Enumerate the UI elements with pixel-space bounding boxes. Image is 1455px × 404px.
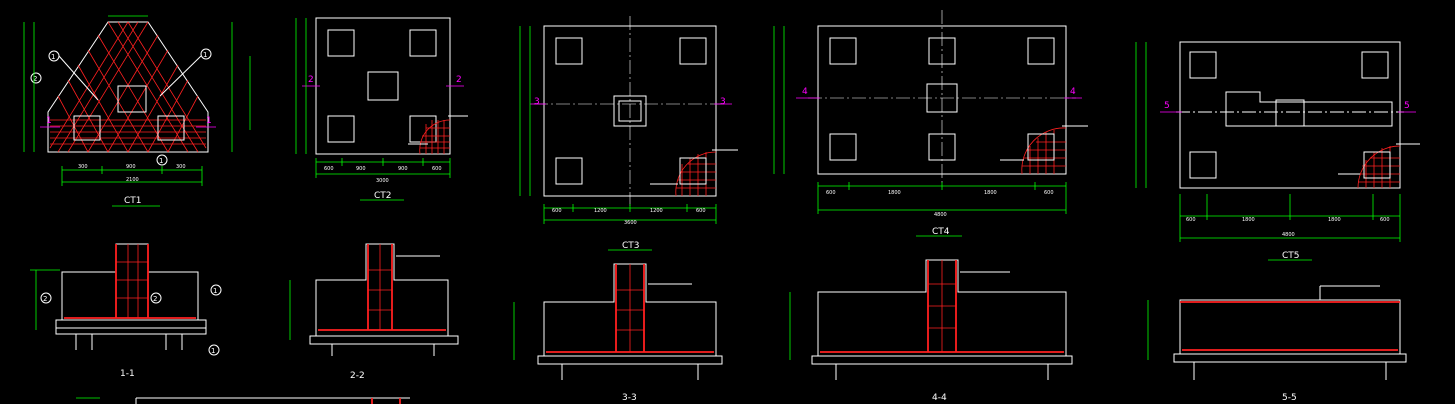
plan-ct4: 4 4 600 1800 1800 xyxy=(773,10,1088,237)
svg-text:300: 300 xyxy=(78,164,88,170)
ct4-title: CT4 xyxy=(932,227,950,237)
ct1-section-mark-left: 1 xyxy=(46,116,52,126)
ct1-dimensions: 300 900 300 2100 xyxy=(23,15,251,186)
ct1-rebar-mesh xyxy=(49,21,207,153)
callout-text: 1 xyxy=(203,51,207,59)
section-3-3-title: 3-3 xyxy=(622,393,637,403)
svg-text:300: 300 xyxy=(176,164,186,170)
svg-text:1800: 1800 xyxy=(888,190,901,196)
ct2-section-mark-right: 2 xyxy=(456,75,462,85)
svg-text:1200: 1200 xyxy=(594,208,607,214)
plan-ct5: 5 5 600 1800 1800 xyxy=(1135,41,1420,261)
svg-text:1800: 1800 xyxy=(1242,217,1255,223)
callout-text: 2 xyxy=(33,75,37,83)
callout-text: 2 xyxy=(43,295,47,303)
callout-circle xyxy=(156,154,168,166)
plan-ct1: 1 1 1 2 1 1 300 900 300 2100 xyxy=(23,15,251,207)
ct4-section-mark-left: 4 xyxy=(802,87,808,97)
svg-text:4800: 4800 xyxy=(1282,232,1295,238)
ct5-rebar-corner xyxy=(1357,145,1401,189)
ct5-section-mark-right: 5 xyxy=(1404,101,1410,111)
ct2-dimensions: 600 900 900 600 3000 xyxy=(295,18,451,184)
ct3-rebar-corner xyxy=(675,151,717,197)
svg-text:3000: 3000 xyxy=(376,178,389,184)
ct3-section-mark-left: 3 xyxy=(534,97,540,107)
callout-text: 2 xyxy=(153,295,157,303)
svg-text:900: 900 xyxy=(398,166,408,172)
section-3-3: 3-3 xyxy=(513,263,723,403)
ct5-title: CT5 xyxy=(1282,251,1300,261)
svg-text:600: 600 xyxy=(1380,217,1390,223)
callout-text: 1 xyxy=(213,287,217,295)
ct3-column xyxy=(613,95,647,127)
ct2-column xyxy=(367,71,399,101)
ct3-section-mark-right: 3 xyxy=(720,97,726,107)
svg-text:2100: 2100 xyxy=(126,177,139,183)
section-4-4: 4-4 xyxy=(789,259,1073,403)
ct5-outline xyxy=(1179,41,1401,189)
section-1-1: 2 2 1 1 1-1 xyxy=(30,243,222,379)
svg-text:600: 600 xyxy=(552,208,562,214)
ct5-beam xyxy=(1225,91,1393,127)
section-4-4-title: 4-4 xyxy=(932,393,947,403)
callout-circle xyxy=(30,72,42,84)
ct1-title: CT1 xyxy=(124,196,142,206)
ct1-pile-left xyxy=(73,115,101,141)
callout-text: 1 xyxy=(211,347,215,355)
section-5-5: 5-5 xyxy=(1147,285,1407,403)
ct5-section-mark-left: 5 xyxy=(1164,101,1170,111)
svg-text:1200: 1200 xyxy=(650,208,663,214)
svg-text:900: 900 xyxy=(356,166,366,172)
svg-text:1800: 1800 xyxy=(984,190,997,196)
ct1-column xyxy=(117,85,147,113)
ct4-column xyxy=(926,83,958,113)
svg-text:600: 600 xyxy=(696,208,706,214)
svg-text:600: 600 xyxy=(324,166,334,172)
svg-text:1800: 1800 xyxy=(1328,217,1341,223)
ct1-section-mark-right: 1 xyxy=(206,116,212,126)
ct2-outline xyxy=(315,17,451,155)
svg-text:600: 600 xyxy=(1044,190,1054,196)
callout-circle xyxy=(200,48,212,60)
ct2-title: CT2 xyxy=(374,191,392,201)
ct4-section-mark-right: 4 xyxy=(1070,87,1076,97)
section-1-1-title: 1-1 xyxy=(120,369,135,379)
callout-text: 1 xyxy=(51,53,55,61)
section-2-2-title: 2-2 xyxy=(350,371,365,381)
ct4-rebar-corner xyxy=(1021,127,1067,175)
ct2-rebar-corner xyxy=(419,119,451,155)
plan-ct3: 3 3 600 1200 1200 xyxy=(519,16,738,251)
partial-drawing-bottom xyxy=(76,397,410,404)
ct5-column xyxy=(1275,99,1305,127)
ct2-section-mark-left: 2 xyxy=(308,75,314,85)
svg-text:600: 600 xyxy=(1186,217,1196,223)
callout-text: 1 xyxy=(159,157,163,165)
svg-text:4800: 4800 xyxy=(934,212,947,218)
ct5-dimensions: 600 1800 1800 600 4800 xyxy=(1135,42,1401,242)
svg-text:600: 600 xyxy=(432,166,442,172)
svg-text:3600: 3600 xyxy=(624,220,637,226)
ct1-pile-right xyxy=(157,115,185,141)
svg-text:900: 900 xyxy=(126,164,136,170)
section-5-5-title: 5-5 xyxy=(1282,393,1297,403)
ct4-dimensions: 600 1800 1800 600 4800 xyxy=(773,26,1067,218)
plan-ct2: 2 2 600 900 900 600 xyxy=(295,17,468,201)
ct3-title: CT3 xyxy=(622,241,640,251)
ct3-dimensions: 600 1200 1200 600 3600 xyxy=(519,26,717,226)
svg-text:600: 600 xyxy=(826,190,836,196)
section-2-2: 2-2 xyxy=(289,243,459,381)
